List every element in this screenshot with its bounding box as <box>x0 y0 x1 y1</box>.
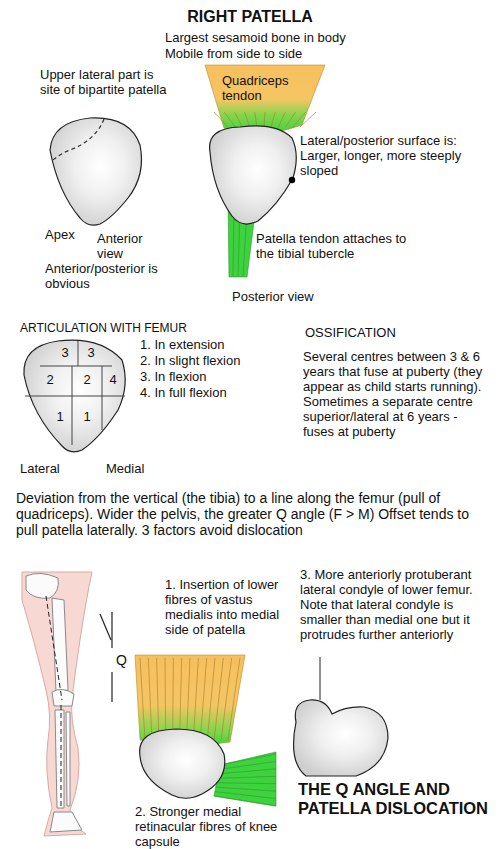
fibre-line <box>300 112 316 127</box>
articular-patella <box>24 340 125 452</box>
section-heading: OSSIFICATION <box>305 326 455 341</box>
fibre-line <box>255 112 257 127</box>
fibre-line <box>278 112 285 127</box>
fibre-line <box>224 112 235 127</box>
part-note: Lateral/posterior surface is: Larger, lo… <box>300 134 492 179</box>
fibre-line <box>286 112 296 127</box>
anterior-patella <box>50 118 142 225</box>
region-number: 4 <box>107 373 119 388</box>
fibre-line <box>219 761 276 769</box>
angle-name: Q <box>116 652 132 668</box>
part-note: Upper lateral part is site of bipartite … <box>40 68 170 98</box>
paragraph: Several centres between 3 & 6 years that… <box>303 350 488 440</box>
factor-note: 2. Stronger medial retinacular fibres of… <box>135 805 285 849</box>
factor-note: 3. More anteriorly protuberant lateral c… <box>300 568 496 643</box>
fibre-line <box>165 658 167 740</box>
key-item: 3. In flexion <box>140 370 290 385</box>
fibre-line <box>200 658 206 740</box>
key-item: 1. In extension <box>140 338 290 353</box>
fibre-line <box>293 112 306 127</box>
fibre-line <box>217 783 276 784</box>
fibre-line <box>234 112 242 127</box>
fibre-line <box>217 776 276 778</box>
note: Anterior/posterior is obvious <box>45 262 175 292</box>
fibre-line <box>140 658 145 740</box>
q-angle-lines <box>100 612 112 702</box>
fibre-line <box>214 658 223 740</box>
fibre-line <box>148 658 152 740</box>
fibre-line <box>172 658 174 740</box>
fibre-line <box>228 658 240 740</box>
femoral-condyles <box>294 657 388 776</box>
paragraph: Deviation from the vertical (the tibia) … <box>16 490 492 538</box>
fibre-line <box>207 658 215 740</box>
fibre-line <box>216 787 276 791</box>
side-name: Lateral <box>20 462 80 477</box>
knee-front-view <box>135 655 276 806</box>
leg-figure <box>22 572 92 836</box>
fibre-line <box>271 112 275 127</box>
figure-title: THE Q ANGLE AND PATELLA DISLOCATION <box>298 780 496 818</box>
fibre-line <box>245 112 250 127</box>
side-name: Medial <box>106 462 166 477</box>
page-title: RIGHT PATELLA <box>0 8 500 26</box>
key-item: 2. In slight flexion <box>140 354 290 369</box>
region-number: 2 <box>81 373 93 388</box>
section-heading: ARTICULATION WITH FEMUR <box>20 322 220 336</box>
region-number: 3 <box>59 346 71 361</box>
fibre-line <box>264 112 265 127</box>
fibre-line <box>157 658 159 740</box>
region-number: 1 <box>54 410 66 425</box>
fibre-line <box>220 754 276 765</box>
fibre-line <box>218 769 276 774</box>
fibre-line <box>180 658 182 740</box>
region-number: 2 <box>44 373 56 388</box>
view-name: Posterior view <box>232 290 352 305</box>
region-number: 3 <box>85 346 97 361</box>
factor-note: 1. Insertion of lower fibres of vastus m… <box>165 578 300 638</box>
part-note: Patella tendon attaches to the tibial tu… <box>256 232 416 262</box>
region-number: 1 <box>81 410 93 425</box>
fibre-line <box>187 658 191 740</box>
note: Mobile from side to side <box>165 47 485 62</box>
key-item: 4. In full flexion <box>140 386 290 401</box>
part-name: Apex <box>45 228 95 243</box>
note: Largest sesamoid bone in body <box>165 31 485 46</box>
part-name: Quadriceps tendon <box>222 74 302 104</box>
view-name: Anterior view <box>97 232 159 262</box>
fibre-line <box>193 658 198 740</box>
